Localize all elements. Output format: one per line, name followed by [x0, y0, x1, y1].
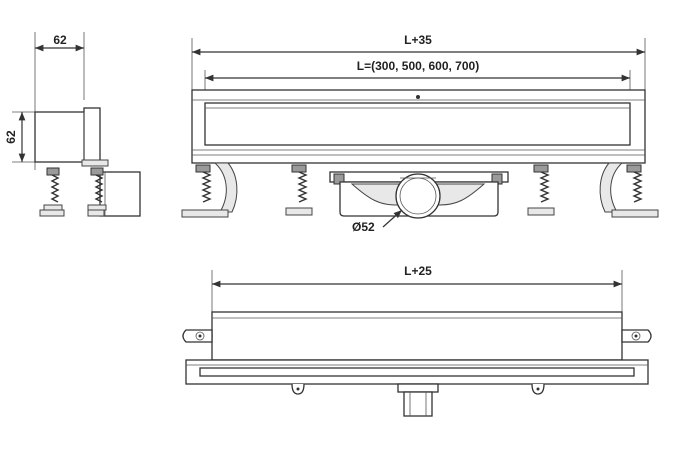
leveling-foot-4 — [611, 164, 659, 218]
grate-hole-icon — [416, 95, 420, 99]
bottom-view: L+25 — [182, 264, 652, 417]
front-total-length-label: L+35 — [404, 33, 432, 47]
front-view: L+35 L=(300, 500, 600, 700) — [181, 33, 659, 234]
siphon-outlet — [329, 171, 509, 219]
outlet-diameter-label: Ø52 — [352, 220, 375, 234]
leveling-foot-1 — [181, 164, 229, 218]
leveling-foot-2 — [285, 164, 313, 216]
side-view: 62 62 — [4, 32, 141, 217]
bottom-total-length-label: L+25 — [404, 264, 432, 278]
side-height-label: 62 — [4, 130, 18, 144]
front-length-label: L=(300, 500, 600, 700) — [357, 59, 479, 73]
leveling-foot-3 — [527, 164, 555, 216]
side-width-label: 62 — [53, 33, 67, 47]
